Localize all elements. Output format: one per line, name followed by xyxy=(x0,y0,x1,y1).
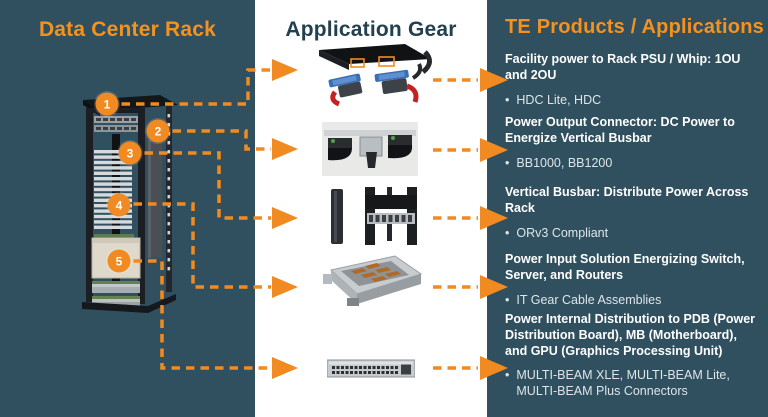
products-column-title: TE Products / Applications xyxy=(505,16,764,38)
product-heading: Power Input Solution Energizing Switch, … xyxy=(505,252,745,282)
product-block-4: Power Input Solution Energizing Switch, … xyxy=(505,252,759,308)
bullet-icon: • xyxy=(505,368,510,383)
product-heading: Power Internal Distribution to PDB (Powe… xyxy=(505,312,756,358)
rack-marker-4: 4 xyxy=(107,193,131,217)
arrow-icon xyxy=(272,276,298,298)
product-heading: Vertical Busbar: Distribute Power Across… xyxy=(505,185,749,215)
rack-marker-2: 2 xyxy=(146,119,170,143)
rack-column-title: Data Center Rack xyxy=(38,18,217,41)
rack-marker-5: 5 xyxy=(107,249,131,273)
te-products-panel xyxy=(487,0,768,417)
product-bullet: • MULTI-BEAM XLE, MULTI-BEAM Lite, MULTI… xyxy=(505,368,759,399)
rack-marker-3: 3 xyxy=(118,141,142,165)
product-bullet-text: IT Gear Cable Assemblies xyxy=(516,292,662,307)
bullet-icon: • xyxy=(505,155,510,170)
gear-switch-illustration xyxy=(327,359,415,378)
arrow-icon xyxy=(272,138,298,160)
rack-marker-1: 1 xyxy=(95,92,119,116)
product-block-5: Power Internal Distribution to PDB (Powe… xyxy=(505,312,759,400)
product-bullet-text: ORv3 Compliant xyxy=(516,225,609,240)
gear-psu-whip-illustration xyxy=(319,44,432,107)
bullet-icon: • xyxy=(505,92,510,107)
product-bullet: • IT Gear Cable Assemblies xyxy=(505,293,759,309)
product-heading: Power Output Connector: DC Power to Ener… xyxy=(505,115,735,145)
product-bullet-text: BB1000, BB1200 xyxy=(516,155,613,170)
bullet-icon: • xyxy=(505,292,510,307)
product-block-3: Vertical Busbar: Distribute Power Across… xyxy=(505,185,759,241)
gear-vertical-busbar-illustration xyxy=(331,187,417,245)
product-bullet: • ORv3 Compliant xyxy=(505,226,759,242)
product-bullet: • HDC Lite, HDC xyxy=(505,93,759,109)
product-bullet-text: MULTI-BEAM XLE, MULTI-BEAM Lite, MULTI-B… xyxy=(516,368,730,398)
product-block-1: Facility power to Rack PSU / Whip: 1OU a… xyxy=(505,52,759,108)
arrow-icon xyxy=(272,59,298,81)
gear-dc-output-connector-illustration xyxy=(322,122,418,176)
gear-power-input-tray-illustration xyxy=(323,255,423,306)
bullet-icon: • xyxy=(505,225,510,240)
arrow-icon xyxy=(272,357,298,379)
product-bullet-text: HDC Lite, HDC xyxy=(516,92,602,107)
product-heading: Facility power to Rack PSU / Whip: 1OU a… xyxy=(505,52,741,82)
product-block-2: Power Output Connector: DC Power to Ener… xyxy=(505,115,759,171)
gear-column-title: Application Gear xyxy=(285,18,457,41)
product-bullet: • BB1000, BB1200 xyxy=(505,156,759,172)
arrow-icon xyxy=(272,207,298,229)
